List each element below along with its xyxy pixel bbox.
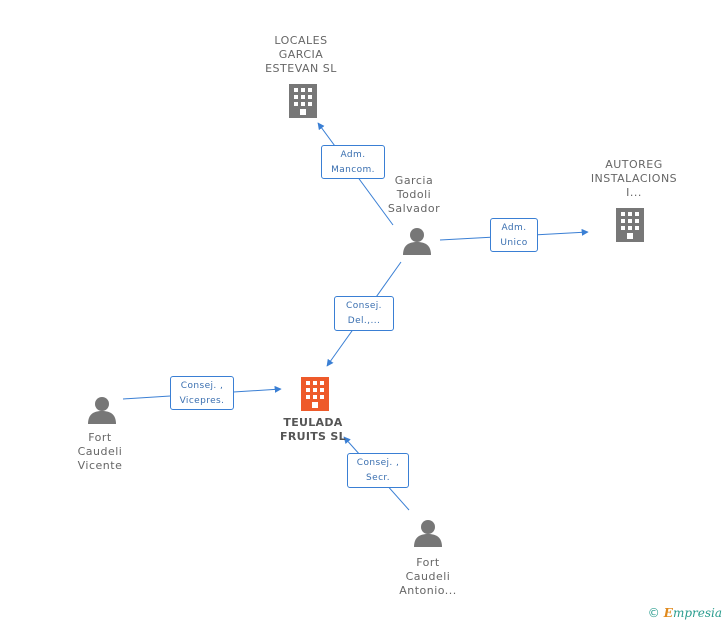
person-icon[interactable]: [414, 520, 442, 547]
building-icon[interactable]: [616, 208, 644, 242]
edge-label-consej-secr[interactable]: Consej. , Secr.: [347, 453, 409, 488]
edge-label-line: Consej.: [346, 301, 382, 311]
node-label-line: Todoli: [396, 188, 432, 201]
node-label-line: Vicente: [77, 459, 123, 472]
brand-initial: E: [663, 606, 673, 620]
node-label-line: FRUITS SL: [280, 430, 346, 443]
brand-name: mpresia: [672, 606, 722, 620]
edge-label-line: Consej. ,: [356, 458, 400, 468]
building-icon[interactable]: [301, 377, 329, 411]
node-label-line: INSTALACIONS: [590, 172, 678, 185]
node-label-line: AUTOREG: [605, 158, 663, 171]
empresia-watermark: ©Empresia: [648, 606, 722, 620]
edge-label-line: Consej. ,: [180, 381, 224, 391]
edge-label-adm-unico[interactable]: Adm. Unico: [490, 218, 538, 252]
edge-label-consej-vicepres[interactable]: Consej. , Vicepres.: [170, 376, 234, 410]
edge-label-line: Adm.: [340, 150, 366, 160]
edge-label-line: Vicepres.: [179, 396, 225, 406]
edge-label-adm-mancom[interactable]: Adm. Mancom.: [321, 145, 385, 179]
node-label-line: Garcia: [394, 174, 434, 187]
building-icon[interactable]: [289, 84, 317, 118]
node-label-line: Fort: [416, 556, 440, 569]
node-label-line: GARCIA: [278, 48, 324, 61]
node-label-autoreg[interactable]: AUTOREG INSTALACIONS I...: [580, 158, 688, 200]
node-label-teulada[interactable]: TEULADA FRUITS SL: [268, 416, 358, 444]
node-label-line: Salvador: [387, 202, 441, 215]
node-label-line: Fort: [88, 431, 112, 444]
node-label-fort-antonio[interactable]: Fort Caudeli Antonio...: [386, 556, 470, 598]
node-label-line: Caudeli: [405, 570, 451, 583]
node-label-line: TEULADA: [283, 416, 343, 429]
copyright-icon: ©: [647, 606, 660, 620]
node-label-line: Antonio...: [399, 584, 457, 597]
node-label-garcia[interactable]: Garcia Todoli Salvador: [374, 174, 454, 216]
edge-label-line: Unico: [500, 238, 528, 248]
person-icon[interactable]: [403, 228, 431, 255]
node-label-line: Caudeli: [77, 445, 123, 458]
node-label-line: LOCALES: [274, 34, 328, 47]
node-label-line: I...: [626, 186, 642, 199]
edge-label-line: Adm.: [501, 223, 527, 233]
node-label-fort-vicente[interactable]: Fort Caudeli Vicente: [60, 431, 140, 473]
node-label-line: ESTEVAN SL: [265, 62, 337, 75]
edge-label-consej-del[interactable]: Consej. Del.,...: [334, 296, 394, 331]
edge-label-line: Secr.: [366, 473, 390, 483]
edge-label-line: Mancom.: [331, 165, 375, 175]
person-icon[interactable]: [88, 397, 116, 424]
edge-label-line: Del.,...: [347, 316, 381, 326]
node-label-locales[interactable]: LOCALES GARCIA ESTEVAN SL: [250, 34, 352, 76]
